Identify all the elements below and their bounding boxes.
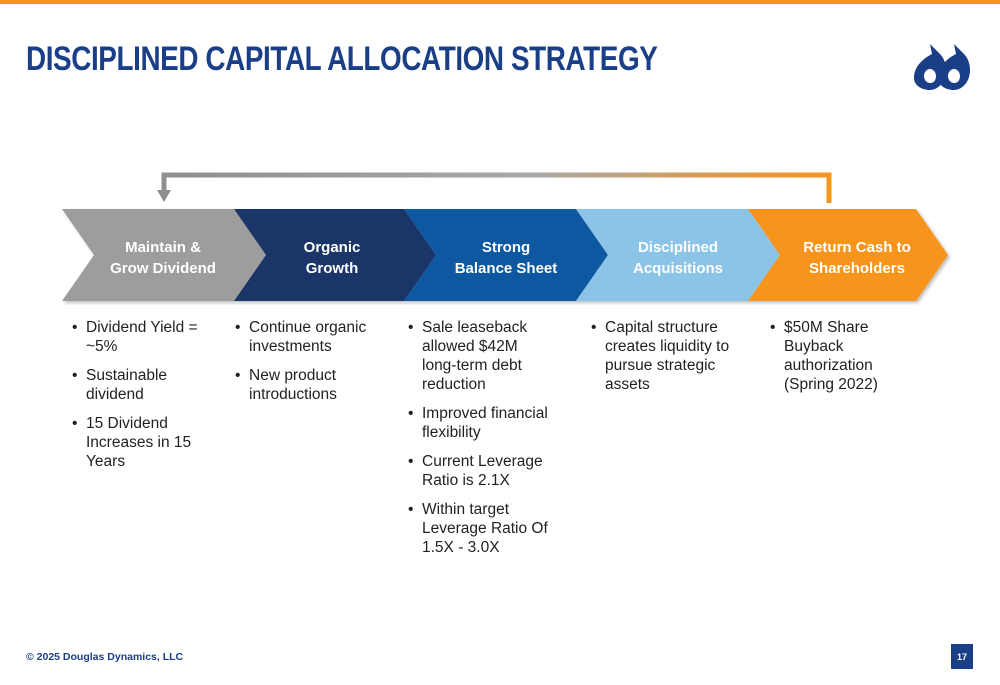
- flow-arrow-head: [157, 190, 171, 202]
- return-flow-arrow: [157, 172, 832, 203]
- bullets-return-cash: $50M Share Buyback authorization (Spring…: [768, 318, 893, 404]
- bullet-item: Capital structure creates liquidity to p…: [589, 318, 739, 394]
- copyright-notice: © 2025 Douglas Dynamics, LLC: [26, 651, 184, 663]
- bullet-item: Current Leverage Ratio is 2.1X: [406, 452, 554, 490]
- slide-title: DISCIPLINED CAPITAL ALLOCATION STRATEGY: [26, 40, 658, 78]
- bullet-item: Within target Leverage Ratio Of 1.5X - 3…: [406, 500, 554, 557]
- bullet-item: Sale leaseback allowed $42M long-term de…: [406, 318, 554, 394]
- bullets-acquisitions: Capital structure creates liquidity to p…: [589, 318, 739, 404]
- bullet-item: $50M Share Buyback authorization (Spring…: [768, 318, 893, 394]
- strategy-chevrons: [62, 209, 948, 301]
- bullet-item: Dividend Yield = ~5%: [70, 318, 205, 356]
- chevron-maintain-dividend: [62, 209, 266, 301]
- chevron-return-cash: [748, 209, 948, 301]
- chevron-organic-growth: [234, 209, 436, 301]
- bullet-item: Continue organic investments: [233, 318, 383, 356]
- chevron-balance-sheet: [404, 209, 608, 301]
- step-label-maintain-dividend: Maintain &Grow Dividend: [110, 239, 216, 277]
- bullet-item: New product introductions: [233, 366, 383, 404]
- flow-arrow-line: [161, 172, 832, 203]
- bullet-item: Improved financial flexibility: [406, 404, 554, 442]
- bullet-item: 15 Dividend Increases in 15 Years: [70, 414, 205, 471]
- top-accent-bar: [0, 0, 1000, 4]
- bullets-balance-sheet: Sale leaseback allowed $42M long-term de…: [406, 318, 554, 567]
- bullets-organic-growth: Continue organic investments New product…: [233, 318, 383, 414]
- bullet-item: Sustainable dividend: [70, 366, 205, 404]
- logo-mark-left: [914, 44, 946, 90]
- company-logo: [914, 44, 970, 90]
- bullets-maintain-dividend: Dividend Yield = ~5% Sustainable dividen…: [70, 318, 205, 481]
- logo-mark-right: [938, 44, 970, 90]
- page-number: 17: [951, 644, 973, 669]
- chevron-acquisitions: [576, 209, 780, 301]
